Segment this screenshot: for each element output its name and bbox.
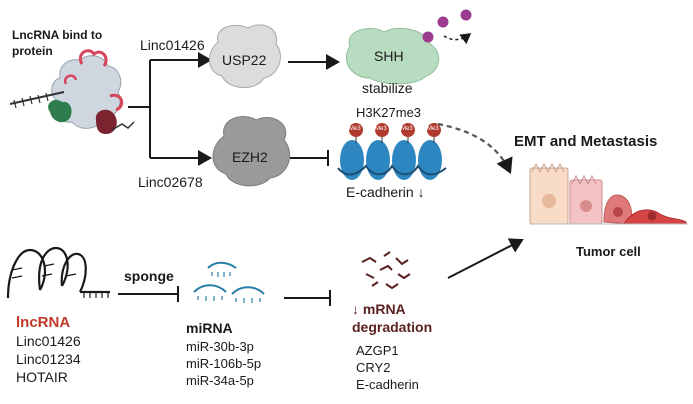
mirna-item: miR-34a-5p bbox=[186, 373, 254, 388]
lncrna-hairpin-icon bbox=[6, 246, 110, 299]
mirna-inhibition-line bbox=[284, 290, 331, 306]
degradation-line2: degradation bbox=[352, 319, 433, 335]
me3-mark bbox=[375, 123, 389, 137]
histone-mark-label: H3K27me3 bbox=[356, 105, 422, 120]
branch2-lncrna-label: Linc02678 bbox=[138, 174, 203, 190]
released-shh-molecules-icon bbox=[422, 9, 472, 45]
me3-mark bbox=[349, 123, 363, 137]
usp22-protein-shape bbox=[209, 24, 281, 88]
dashed-arrow-to-tumor-cell bbox=[437, 122, 513, 175]
ecadherin-down-label: E-cadherin ↓ bbox=[346, 184, 425, 200]
tumor-cell-label: Tumor cell bbox=[576, 244, 641, 259]
lncrna-protein-complex-icon bbox=[9, 49, 135, 134]
nucleosome-chain-icon bbox=[337, 123, 447, 180]
ezh2-inhibits-ecadherin-line bbox=[290, 150, 329, 166]
degradation-to-tumor-arrow bbox=[447, 238, 524, 279]
sponge-inhibition-line bbox=[118, 286, 179, 302]
usp22-label: USP22 bbox=[222, 52, 267, 68]
target-item: CRY2 bbox=[356, 360, 391, 375]
me3-label: Me3 bbox=[349, 126, 361, 132]
degradation-line1: ↓ mRNA bbox=[352, 301, 406, 317]
branch-connector bbox=[128, 52, 212, 166]
lncrna-item: Linc01426 bbox=[16, 333, 81, 349]
lncrna-title: lncRNA bbox=[16, 314, 71, 331]
mirna-item: miR-106b-5p bbox=[186, 356, 262, 371]
me3-mark bbox=[427, 123, 441, 137]
me3-label: Me3 bbox=[427, 126, 439, 132]
sponge-label: sponge bbox=[124, 268, 174, 284]
shh-protein-shape bbox=[345, 28, 440, 85]
lncrna-item: Linc01234 bbox=[16, 351, 81, 367]
mirna-strands-icon bbox=[193, 261, 265, 303]
me3-label: Me3 bbox=[375, 126, 387, 132]
tumor-cells-icon bbox=[529, 162, 688, 225]
heading-line2: protein bbox=[12, 44, 53, 58]
mrna-fragments-icon bbox=[361, 251, 411, 290]
target-item: AZGP1 bbox=[356, 343, 399, 358]
outcome-title: EMT and Metastasis bbox=[514, 133, 658, 150]
me3-label: Me3 bbox=[401, 126, 413, 132]
mirna-title: miRNA bbox=[186, 320, 233, 336]
ezh2-label: EZH2 bbox=[232, 149, 268, 165]
mirna-item: miR-30b-3p bbox=[186, 339, 254, 354]
ezh2-protein-shape bbox=[212, 116, 291, 187]
branch1-lncrna-label: Linc01426 bbox=[140, 37, 205, 53]
heading-line1: LncRNA bind to bbox=[12, 28, 103, 42]
shh-label: SHH bbox=[374, 48, 404, 64]
me3-mark bbox=[401, 123, 415, 137]
target-item: E-cadherin bbox=[356, 377, 419, 392]
lncrna-item: HOTAIR bbox=[16, 369, 68, 385]
shh-status-label: stabilize bbox=[362, 80, 413, 96]
